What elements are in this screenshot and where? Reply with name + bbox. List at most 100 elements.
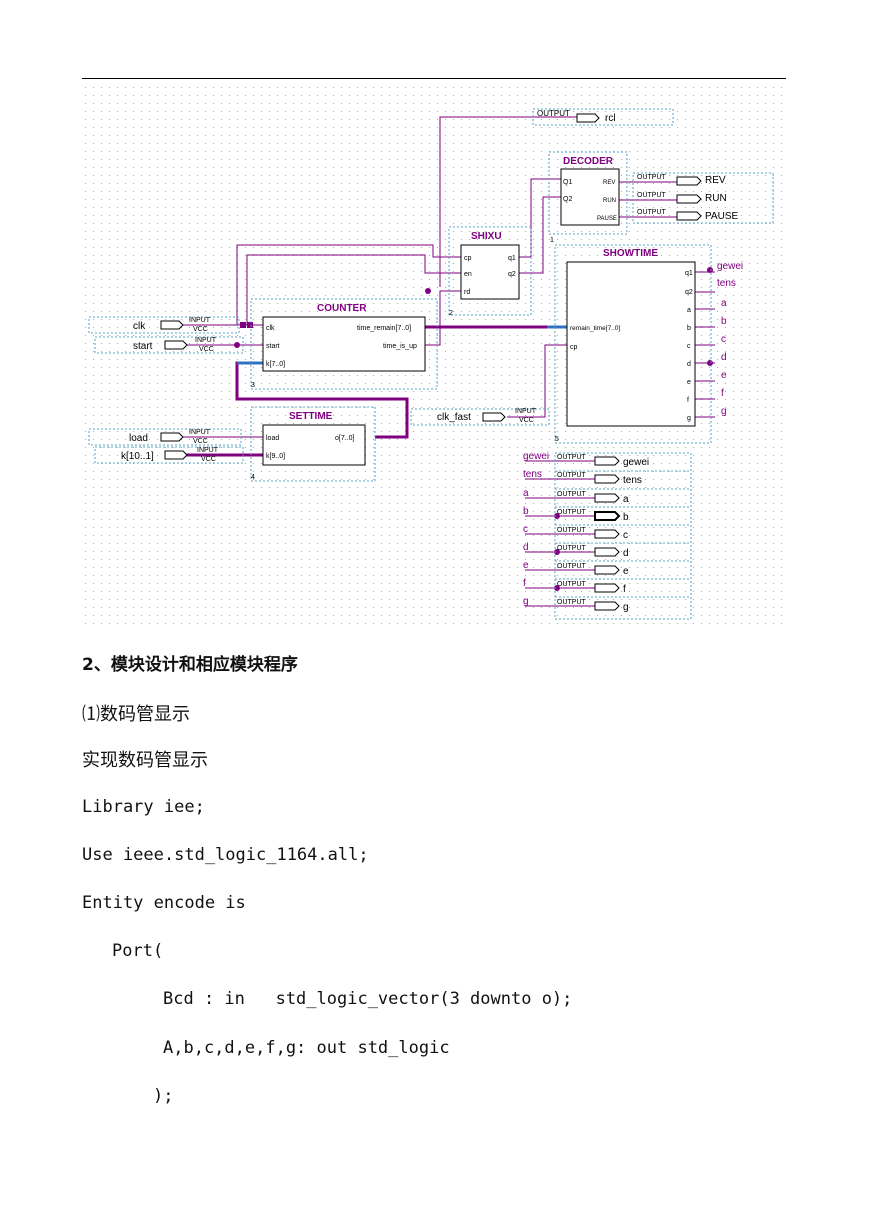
svg-text:time_is_up: time_is_up xyxy=(383,343,417,350)
svg-text:VCC: VCC xyxy=(199,346,214,353)
rcl-output-pin: OUTPUT rcl xyxy=(532,108,674,126)
description-text: 实现数码管显示 xyxy=(82,750,208,771)
svg-text:k[10..1]: k[10..1] xyxy=(121,451,154,462)
svg-text:PAUSE: PAUSE xyxy=(705,211,738,222)
svg-text:b: b xyxy=(523,506,529,517)
svg-text:4: 4 xyxy=(251,474,255,481)
svg-text:d: d xyxy=(523,542,529,553)
svg-text:load: load xyxy=(266,435,279,442)
svg-text:b: b xyxy=(623,512,629,523)
svg-text:SETTIME: SETTIME xyxy=(289,411,333,422)
svg-text:d: d xyxy=(721,352,727,363)
svg-text:OUTPUT: OUTPUT xyxy=(637,209,667,216)
section-heading: 2、模块设计和相应模块程序 xyxy=(82,655,298,675)
svg-text:OUTPUT: OUTPUT xyxy=(557,454,587,461)
code-line: A,b,c,d,e,f,g: out std_logic xyxy=(163,1038,450,1058)
decoder-block: DECODER Q1 Q2 REV RUN PAUSE 1 xyxy=(548,151,628,244)
svg-text:e: e xyxy=(523,560,529,571)
svg-text:INPUT: INPUT xyxy=(515,408,537,415)
svg-text:rcl: rcl xyxy=(605,113,616,124)
svg-text:g: g xyxy=(721,406,727,417)
svg-text:VCC: VCC xyxy=(201,456,216,463)
svg-text:OUTPUT: OUTPUT xyxy=(637,192,667,199)
svg-text:INPUT: INPUT xyxy=(195,337,217,344)
svg-text:d: d xyxy=(687,361,691,368)
shixu-block: SHIXU cp en rd q1 q2 2 xyxy=(448,226,532,317)
svg-text:1: 1 xyxy=(550,237,554,244)
showtime-net-labels: gewei tens a b c d e f g xyxy=(717,261,743,417)
svg-text:tens: tens xyxy=(623,475,642,486)
code-line: Library iee; xyxy=(82,797,205,817)
svg-text:en: en xyxy=(464,271,472,278)
svg-text:OUTPUT: OUTPUT xyxy=(557,563,587,570)
svg-text:3: 3 xyxy=(251,382,255,389)
svg-text:VCC: VCC xyxy=(193,438,208,445)
subsection-title: ⑴数码管显示 xyxy=(82,704,190,725)
svg-text:g: g xyxy=(623,602,629,613)
code-line: Port( xyxy=(112,941,164,961)
svg-text:c: c xyxy=(523,524,528,535)
svg-text:a: a xyxy=(623,494,629,505)
svg-text:c: c xyxy=(623,530,628,541)
code-line: Bcd : in std_logic_vector(3 downto o); xyxy=(163,989,573,1009)
svg-text:Q1: Q1 xyxy=(563,179,572,186)
svg-text:COUNTER: COUNTER xyxy=(317,303,367,314)
svg-text:OUTPUT: OUTPUT xyxy=(557,472,587,479)
svg-text:q2: q2 xyxy=(508,271,516,278)
svg-text:SHIXU: SHIXU xyxy=(471,231,502,242)
svg-text:e: e xyxy=(623,566,629,577)
svg-text:RUN: RUN xyxy=(705,193,727,204)
svg-text:OUTPUT: OUTPUT xyxy=(637,174,667,181)
svg-text:OUTPUT: OUTPUT xyxy=(557,509,587,516)
schematic-diagram: OUTPUT rcl DECODER Q1 Q2 REV RUN PAUSE 1… xyxy=(85,87,785,630)
input-pins: clk INPUT VCC start INPUT VCC load INPUT… xyxy=(88,316,550,464)
svg-text:OUTPUT: OUTPUT xyxy=(557,491,587,498)
svg-text:q1: q1 xyxy=(508,255,516,262)
svg-text:start: start xyxy=(133,341,153,352)
svg-text:VCC: VCC xyxy=(519,417,534,424)
showtime-block: SHOWTIME remain_time[7..0] cp q1 q2 a b … xyxy=(554,244,712,444)
svg-text:OUTPUT: OUTPUT xyxy=(557,545,587,552)
svg-text:clk: clk xyxy=(133,321,146,332)
svg-text:a: a xyxy=(721,298,727,309)
svg-text:e: e xyxy=(687,379,691,386)
svg-text:INPUT: INPUT xyxy=(189,429,211,436)
svg-text:b: b xyxy=(687,325,691,332)
svg-text:f: f xyxy=(721,388,724,399)
svg-text:5: 5 xyxy=(555,436,559,443)
svg-text:d: d xyxy=(623,548,629,559)
svg-text:c: c xyxy=(687,343,691,350)
svg-text:OUTPUT: OUTPUT xyxy=(557,599,587,606)
svg-text:e: e xyxy=(721,370,727,381)
svg-text:load: load xyxy=(129,433,148,444)
code-line: Use ieee.std_logic_1164.all; xyxy=(82,845,369,865)
svg-text:Q2: Q2 xyxy=(563,196,572,203)
svg-text:rd: rd xyxy=(464,289,470,296)
svg-text:OUTPUT: OUTPUT xyxy=(537,109,570,118)
header-rule xyxy=(82,78,786,79)
svg-text:REV: REV xyxy=(603,180,615,186)
svg-text:c: c xyxy=(721,334,726,345)
svg-text:gewei: gewei xyxy=(523,451,549,462)
svg-text:o[7..0]: o[7..0] xyxy=(335,435,355,442)
svg-text:INPUT: INPUT xyxy=(189,317,211,324)
svg-text:RUN: RUN xyxy=(603,198,616,204)
svg-text:DECODER: DECODER xyxy=(563,156,614,167)
code-line: Entity encode is xyxy=(82,893,246,913)
bottom-output-pins: gewei tens a b c d e f g OUTPUT OUTPUT O… xyxy=(523,451,692,620)
counter-block: COUNTER clk start k[7..0] time_remain[7.… xyxy=(250,298,438,390)
code-line: ); xyxy=(153,1086,174,1106)
svg-text:a: a xyxy=(523,488,529,499)
junctions xyxy=(234,267,713,591)
svg-text:f: f xyxy=(687,397,689,404)
svg-text:SHOWTIME: SHOWTIME xyxy=(603,248,658,259)
svg-text:k[7..0]: k[7..0] xyxy=(266,361,285,368)
svg-text:f: f xyxy=(523,578,526,589)
settime-block: SETTIME load k[9..0] o[7..0] 4 xyxy=(250,406,376,482)
svg-text:gewei: gewei xyxy=(717,261,743,272)
buses xyxy=(185,325,567,457)
svg-text:g: g xyxy=(523,596,529,607)
svg-text:remain_time[7..0]: remain_time[7..0] xyxy=(570,325,620,332)
svg-text:PAUSE: PAUSE xyxy=(597,216,617,222)
svg-text:OUTPUT: OUTPUT xyxy=(557,581,587,588)
